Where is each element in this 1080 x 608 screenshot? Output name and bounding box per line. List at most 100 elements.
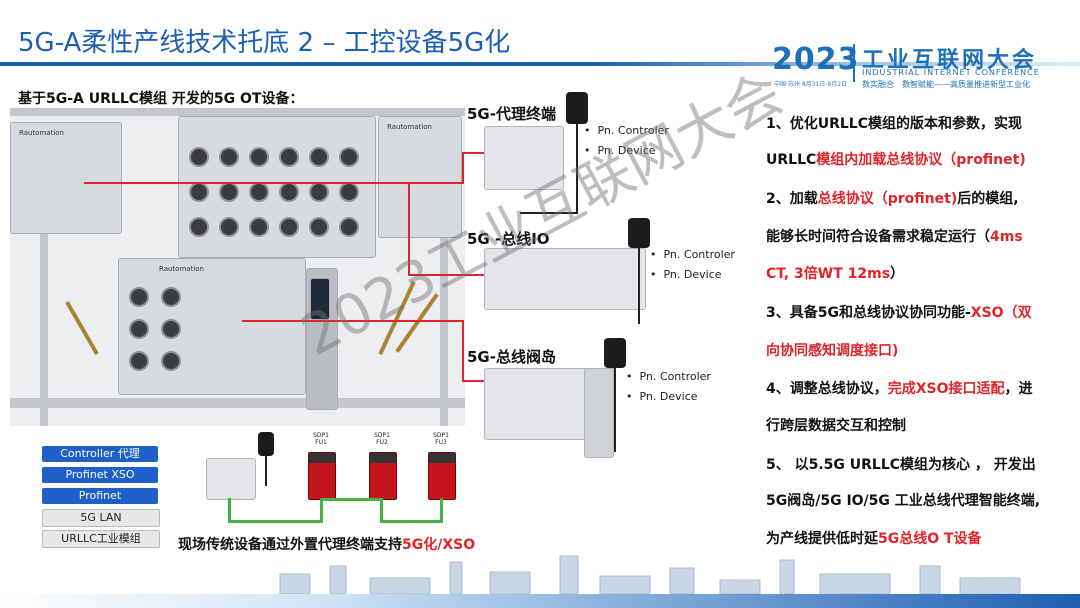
device-bullet: • Pn. Device <box>584 144 656 157</box>
key-point-line: 5、 以5.5G URLLC模组为核心 ， 开发出 <box>766 454 1036 474</box>
key-point-line: CT, 3倍WT 12ms） <box>766 263 904 283</box>
body-text: 1、优化URLLC模组的版本和参数，实现 <box>766 116 1023 132</box>
body-text: ） <box>890 266 905 282</box>
proxy-terminal-device <box>484 126 564 190</box>
city-skyline <box>279 555 1021 594</box>
pointer-line-valve-end <box>462 380 484 382</box>
frame-post-right <box>440 218 448 426</box>
body-text: 后的模组, <box>957 191 1019 207</box>
antenna-cable <box>265 456 267 486</box>
key-point-line: 行跨层数据交互和控制 <box>766 415 906 435</box>
antenna-cable <box>520 212 578 214</box>
sdp-drive-fu3 <box>428 452 456 500</box>
pointer-line-io <box>408 274 488 276</box>
frame-post-left <box>40 218 48 426</box>
pointer-line-valve-drop <box>462 320 464 382</box>
brand-label: Rautomation <box>19 129 64 137</box>
io-module-center <box>178 116 376 258</box>
highlight-text: 4ms <box>990 229 1023 245</box>
brand-label: Rautomation <box>159 265 204 273</box>
pointer-line-proxy <box>84 182 464 184</box>
highlight-text: 向协同感知调度接口) <box>766 343 899 359</box>
logo-slogan: 数实融合 数智赋能——高质量推进新型工业化 <box>862 80 1030 89</box>
proxy-terminal-small <box>206 458 256 500</box>
key-point-line: 2、加载总线协议（profinet)后的模组, <box>766 188 1019 208</box>
antenna-icon <box>566 92 588 124</box>
green-link <box>440 498 443 523</box>
body-text: 为产线提供低时延 <box>766 531 878 547</box>
device-bullet: • Pn. Controler <box>626 370 711 383</box>
body-text: 2、加载 <box>766 191 818 207</box>
key-point-line: 能够长时间符合设备需求稳定运行（4ms <box>766 226 1023 246</box>
antenna-icon <box>604 338 626 368</box>
highlight-text: 完成XSO接口适配 <box>887 381 1005 397</box>
green-link <box>228 498 231 522</box>
logo-divider <box>853 44 855 82</box>
logo-name-cn: 工业互联网大会 <box>862 48 1038 73</box>
logo-name-en: INDUSTRIAL INTERNET CONFERENCE <box>862 68 1040 77</box>
body-text: 5G阀岛/5G IO/5G 工业总线代理智能终端, <box>766 493 1041 509</box>
antenna-icon <box>628 218 650 248</box>
body-text: URLLC <box>766 152 817 168</box>
device-label-proxy: 5G-代理终端 <box>467 105 556 123</box>
valve-island-stack <box>584 368 614 458</box>
green-link <box>380 520 442 523</box>
body-text: 4、调整总线协议， <box>766 381 888 397</box>
pointer-line-proxy-end <box>462 152 484 154</box>
legend-profinet-xso: Profinet XSO <box>42 467 158 483</box>
antenna-cable <box>614 368 616 452</box>
footer-bar <box>0 594 1080 608</box>
body-text: 行跨层数据交互和控制 <box>766 418 906 434</box>
key-point-line: 为产线提供低时延5G总线O T设备 <box>766 528 982 548</box>
highlight-text: XSO（双 <box>970 305 1032 321</box>
io-module-left: Rautomation <box>10 122 122 234</box>
device-bullet: • Pn. Device <box>650 268 722 281</box>
key-point-line: 向协同感知调度接口) <box>766 340 898 360</box>
antenna-cable <box>638 248 640 324</box>
highlight-text: 5G总线O T设备 <box>878 531 982 547</box>
title-divider <box>0 62 1080 66</box>
key-point-line: 4、调整总线协议，完成XSO接口适配，进 <box>766 378 1033 398</box>
pointer-line-io-vertical <box>408 184 410 274</box>
bottom-caption: 现场传统设备通过外置代理终端支持5G化/XSO <box>178 537 476 553</box>
logo-place-date: 中国·苏州 8月31日-9月2日 <box>774 81 848 88</box>
brand-label: Rautomation <box>387 123 432 131</box>
legend-urllc-module: URLLC工业模组 <box>42 530 160 548</box>
sdp-drive-fu1 <box>308 452 336 500</box>
device-bullet: • Pn. Device <box>626 390 698 403</box>
frame-base <box>10 398 465 408</box>
antenna-cable <box>378 280 416 356</box>
antenna-cable <box>65 301 99 355</box>
device-label-valve-island: 5G-总线阀岛 <box>467 348 556 366</box>
green-link <box>228 520 322 523</box>
rail-top <box>10 108 465 116</box>
green-link <box>320 498 323 523</box>
io-module-bottom: Rautomation <box>118 258 306 395</box>
legend-controller-proxy: Controller 代理 <box>42 446 158 462</box>
device-label-bus-io: 5G -总线IO <box>467 230 550 248</box>
key-point-line: 1、优化URLLC模组的版本和参数，实现 <box>766 113 1022 133</box>
body-text: 能够长时间符合设备需求稳定运行（ <box>766 229 990 245</box>
body-text: 3、具备5G和总线协议协同功能- <box>766 305 971 321</box>
legend-profinet: Profinet <box>42 488 158 504</box>
pointer-line-valve <box>242 320 462 322</box>
highlight-text: 总线协议（profinet) <box>817 191 958 207</box>
section-subtitle: 基于5G-A URLLC模组 开发的5G OT设备： <box>18 91 304 107</box>
highlight-text: 模组内加载总线协议（profinet) <box>816 152 1026 168</box>
sdp-drive-fu2 <box>369 452 397 500</box>
body-text: 5、 以5.5G URLLC模组为核心 ， 开发出 <box>766 457 1036 473</box>
key-point-line: 3、具备5G和总线协议协同功能-XSO（双 <box>766 302 1032 322</box>
green-link <box>380 498 383 523</box>
pointer-line-proxy-riser <box>462 152 464 184</box>
key-point-line: 5G阀岛/5G IO/5G 工业总线代理智能终端, <box>766 490 1040 510</box>
key-point-line: URLLC模组内加载总线协议（profinet) <box>766 149 1026 169</box>
hardware-photo: Rautomation Rautomation Rautomation <box>10 108 465 426</box>
device-bullet: • Pn. Controler <box>584 124 669 137</box>
legend-5g-lan: 5G LAN <box>42 509 160 527</box>
io-module-right: Rautomation <box>378 116 462 238</box>
logo-year: 2023 <box>772 42 860 77</box>
device-bullet: • Pn. Controler <box>650 248 735 261</box>
